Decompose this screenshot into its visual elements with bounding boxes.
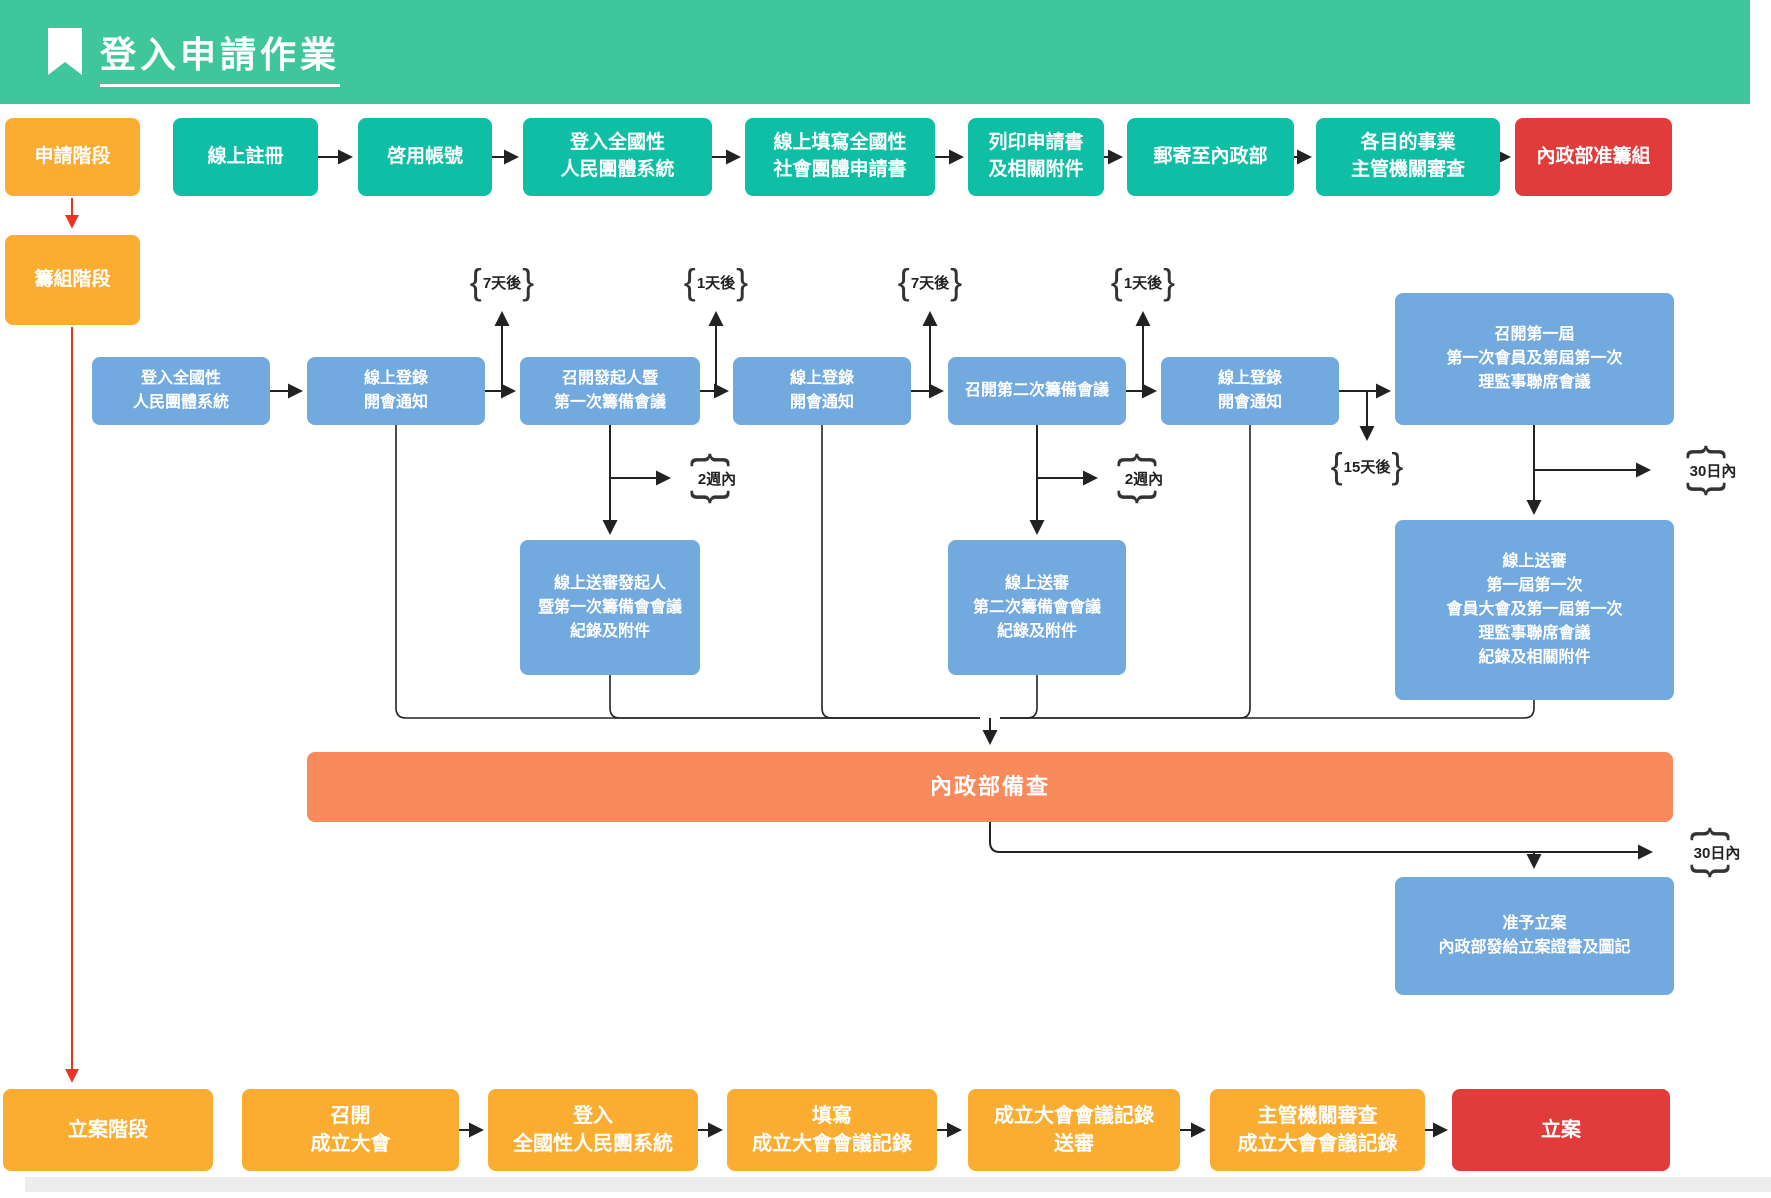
flow-box-founding-assembly: 召開 成立大會: [242, 1089, 459, 1171]
left-brace: {: [469, 260, 482, 302]
time-label-after-1-day-1: {1天後}: [683, 260, 749, 302]
flow-box-login-national-system: 登入全國性 人民團體系統: [523, 118, 712, 196]
flow-box-authority-review-minutes: 主管機關審查 成立大會會議記錄: [1210, 1089, 1425, 1171]
time-label-within-2-weeks-2: {2週內}: [1117, 452, 1164, 504]
flow-box-authority-review: 各目的事業 主管機關審查: [1316, 118, 1500, 196]
bottom-brace: }: [1686, 481, 1733, 496]
time-label-within-2-weeks-1: {2週內}: [690, 452, 737, 504]
bookmark-icon: [48, 28, 82, 75]
flow-box-login-system-2: 登入全國性 人民團體系統: [92, 357, 270, 425]
flow-box-fill-assembly-minutes: 填寫 成立大會會議記錄: [727, 1089, 937, 1171]
flow-box-activate-account: 啓用帳號: [358, 118, 492, 196]
flow-box-print-application: 列印申請書 及相關附件: [968, 118, 1104, 196]
bottom-scroll-track: [25, 1177, 1771, 1192]
flow-box-first-joint-meeting: 召開第一屆 第一次會員及第屆第一次 理監事聯席會議: [1395, 293, 1674, 425]
flow-box-submit-first-prep-records: 線上送審發起人 暨第一次籌備會會議 紀錄及附件: [520, 540, 700, 675]
flow-box-approval-certificate: 准予立案 內政部發給立案證書及圖記: [1395, 877, 1674, 995]
flow-box-register-notice-1: 線上登錄 開會通知: [307, 357, 485, 425]
flow-box-fill-application: 線上填寫全國性 社會團體申請書: [745, 118, 935, 196]
time-label-within-30-days-1: {30日內}: [1686, 444, 1737, 496]
bottom-brace: }: [690, 489, 737, 504]
flow-box-registered: 立案: [1452, 1089, 1670, 1171]
flow-box-register-notice-2: 線上登錄 開會通知: [733, 357, 911, 425]
flow-box-register-notice-3: 線上登錄 開會通知: [1161, 357, 1339, 425]
flow-box-first-prep-meeting: 召開發起人暨 第一次籌備會議: [520, 357, 700, 425]
bottom-brace: }: [1117, 489, 1164, 504]
flow-bar-moi-review: 內政部備查: [307, 752, 1673, 822]
top-brace: {: [1690, 826, 1737, 841]
time-label-after-1-day-2: {1天後}: [1110, 260, 1176, 302]
left-brace: {: [1330, 444, 1343, 486]
right-brace: }: [736, 260, 749, 302]
top-brace: {: [1686, 444, 1733, 459]
time-label-after-7-days-1: {7天後}: [469, 260, 535, 302]
phase-box-apply: 申請階段: [5, 118, 140, 196]
bottom-brace: }: [1690, 863, 1737, 878]
flow-box-submit-second-prep-records: 線上送審 第二次籌備會會議 紀錄及附件: [948, 540, 1126, 675]
phase-box-prep: 籌組階段: [5, 235, 140, 325]
left-brace: {: [897, 260, 910, 302]
top-brace: {: [690, 452, 737, 467]
flow-box-submit-joint-meeting-records: 線上送審 第一屆第一次 會員大會及第一屆第一次 理監事聯席會議 紀錄及相關附件: [1395, 520, 1674, 700]
flow-box-mail-to-moi: 郵寄至內政部: [1127, 118, 1294, 196]
header-bar: 登入申請作業: [0, 0, 1750, 104]
page-title: 登入申請作業: [100, 26, 341, 87]
time-label-after-15-days: {15天後}: [1330, 444, 1404, 486]
time-label-within-30-days-2: {30日內}: [1690, 826, 1741, 878]
phase-box-register: 立案階段: [3, 1089, 213, 1171]
flow-box-submit-assembly-minutes: 成立大會會議記錄 送審: [968, 1089, 1180, 1171]
flow-box-online-register: 線上註冊: [173, 118, 318, 196]
right-brace: }: [1391, 444, 1404, 486]
left-brace: {: [1110, 260, 1123, 302]
flow-box-moi-approve-prep: 內政部准籌組: [1515, 118, 1672, 196]
time-label-after-7-days-2: {7天後}: [897, 260, 963, 302]
right-brace: }: [1163, 260, 1176, 302]
right-brace: }: [950, 260, 963, 302]
flow-box-login-system-3: 登入 全國性人民團系統: [488, 1089, 698, 1171]
flow-box-second-prep-meeting: 召開第二次籌備會議: [948, 357, 1126, 425]
top-brace: {: [1117, 452, 1164, 467]
left-brace: {: [683, 260, 696, 302]
right-brace: }: [522, 260, 535, 302]
